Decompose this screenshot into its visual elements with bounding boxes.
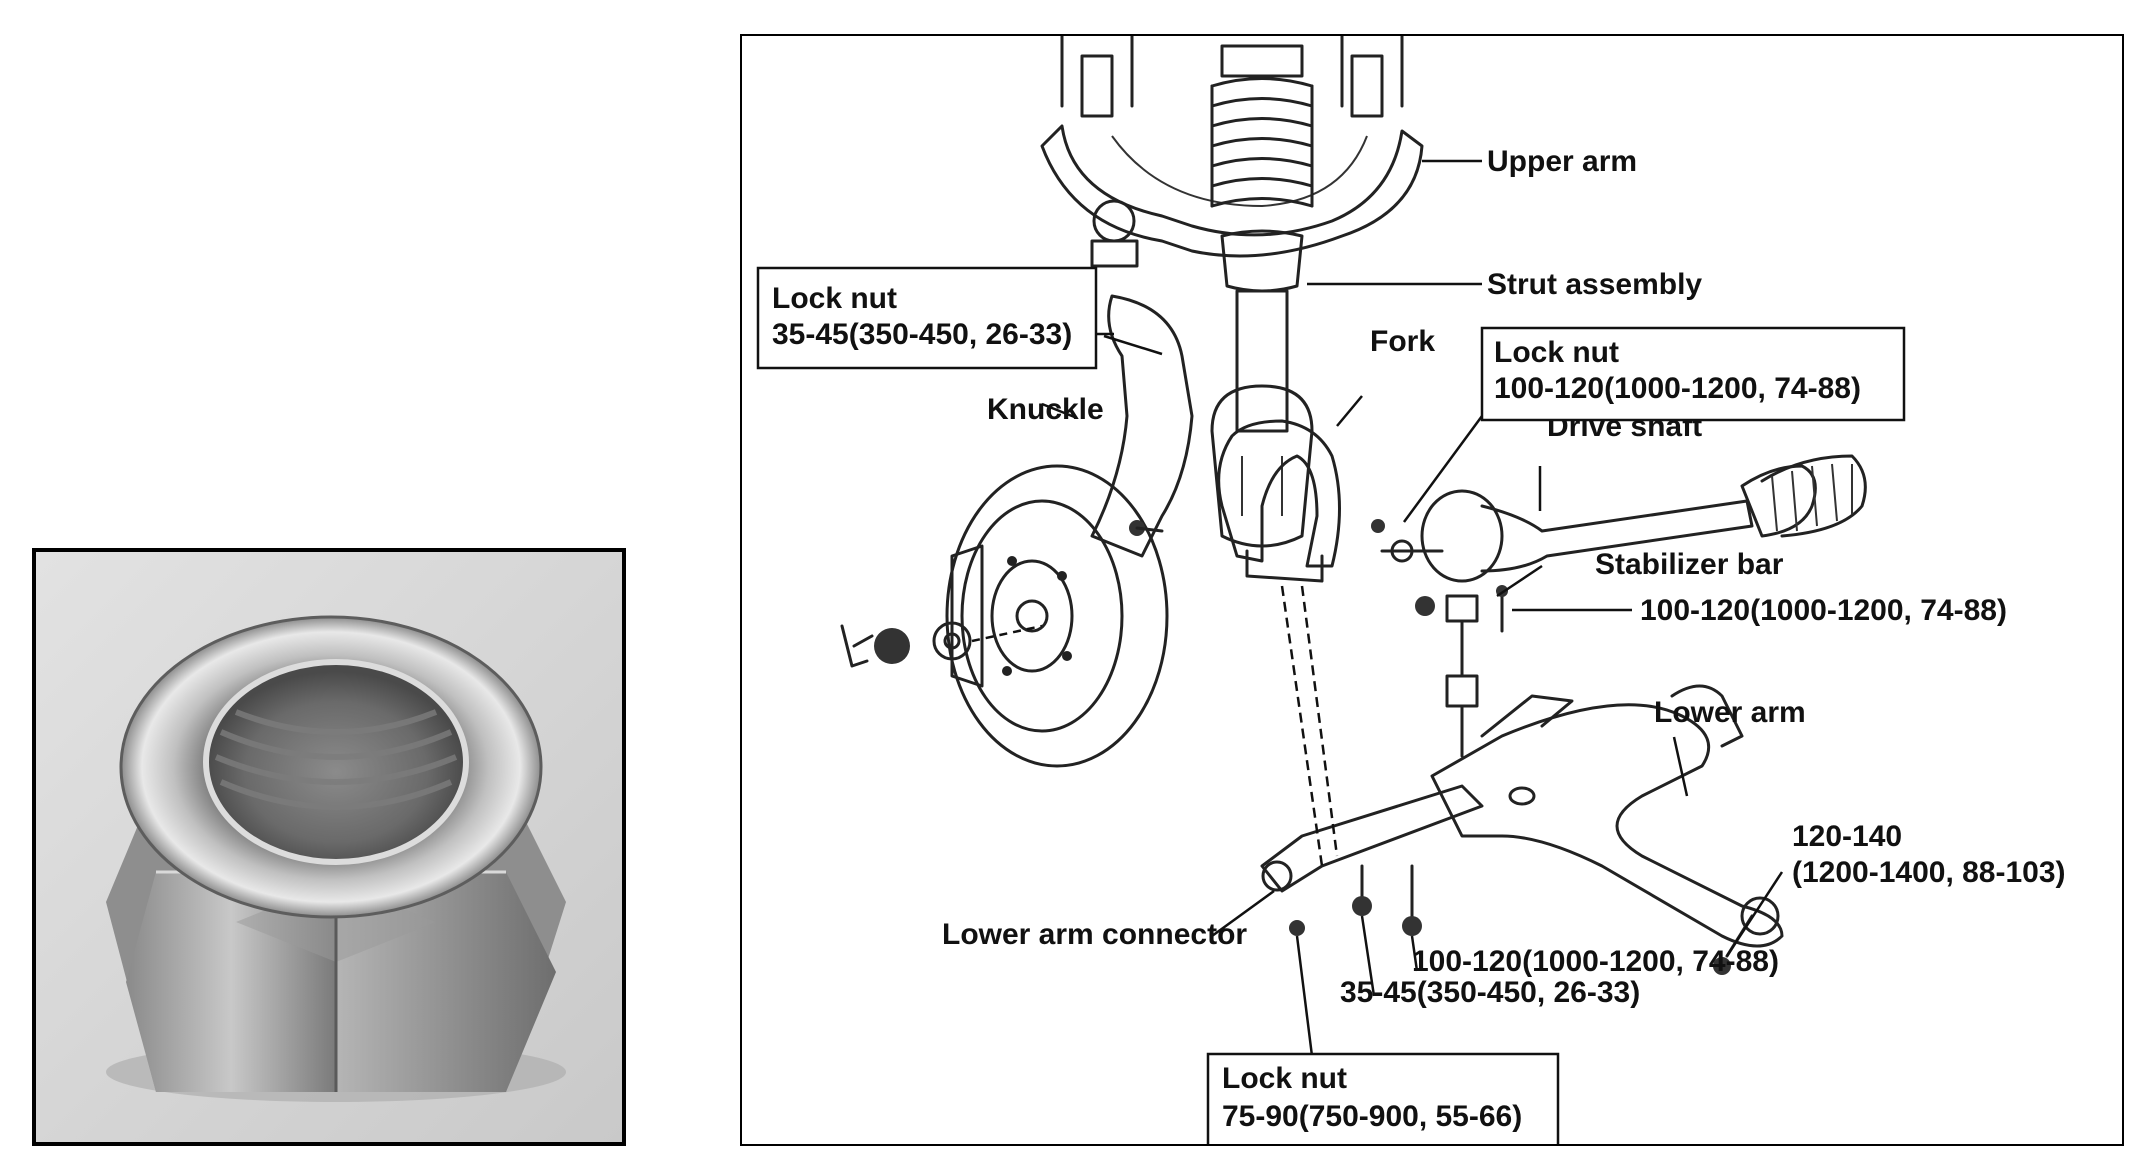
callout-lock-nut-left: Lock nut 35-45(350-450, 26-33)	[756, 266, 1098, 370]
callout-lock-nut-bottom: Lock nut 75-90(750-900, 55-66)	[1206, 1052, 1560, 1144]
label-upper-arm: Upper arm	[1487, 145, 1637, 178]
label-lower-arm-connector: Lower arm connector	[942, 918, 1247, 951]
coil-spring-drawing	[1210, 44, 1314, 208]
label-fork: Fork	[1370, 325, 1435, 358]
suspension-diagram: Upper arm Strut assembly Fork Knuckle Dr…	[740, 34, 2124, 1146]
upper-arm-drawing	[1040, 124, 1424, 258]
lock-nut-photo-image	[36, 552, 622, 1142]
callout-lock-nut-bottom-value: 75-90(750-900, 55-66)	[1222, 1100, 1522, 1133]
upper-mount	[1060, 36, 1404, 118]
callout-lock-nut-left-value: 35-45(350-450, 26-33)	[772, 318, 1072, 351]
label-torque-bottom-1: 100-120(1000-1200, 74-88)	[1412, 945, 1779, 978]
bolts-drawing	[1129, 519, 1754, 975]
label-knuckle: Knuckle	[987, 393, 1104, 426]
callout-lock-nut-right: Lock nut 100-120(1000-1200, 74-88)	[1480, 326, 1906, 422]
drive-shaft-drawing	[1380, 454, 1867, 583]
suspension-diagram-drawing: Upper arm Strut assembly Fork Knuckle Dr…	[756, 36, 2066, 1144]
hub-disc-drawing	[945, 464, 1169, 768]
label-torque-stabilizer: 100-120(1000-1200, 74-88)	[1640, 594, 2007, 627]
callout-lock-nut-left-title: Lock nut	[772, 282, 897, 315]
lower-arm-drawing	[1430, 703, 1784, 948]
hub-nut-parts	[840, 621, 1043, 668]
lower-arm-connector-drawing	[1260, 784, 1484, 893]
callout-lock-nut-right-value: 100-120(1000-1200, 74-88)	[1494, 372, 1861, 405]
label-torque-lower-right-1: 120-140	[1792, 820, 1902, 853]
stabilizer-bar-drawing	[1415, 594, 1479, 758]
label-torque-lower-right-2: (1200-1400, 88-103)	[1792, 856, 2066, 889]
strut-assembly-drawing	[1210, 229, 1314, 548]
leader-lines	[1041, 159, 1784, 1057]
callout-lock-nut-right-title: Lock nut	[1494, 336, 1619, 369]
knuckle-drawing	[1090, 294, 1194, 558]
fork-drawing	[1217, 419, 1341, 568]
label-torque-bottom-2: 35-45(350-450, 26-33)	[1340, 976, 1640, 1009]
callout-lock-nut-bottom-title: Lock nut	[1222, 1062, 1347, 1095]
lock-nut-photo	[32, 548, 626, 1146]
label-stabilizer-bar: Stabilizer bar	[1595, 548, 1784, 581]
label-lower-arm: Lower arm	[1654, 696, 1806, 729]
label-strut-assembly: Strut assembly	[1487, 268, 1702, 301]
